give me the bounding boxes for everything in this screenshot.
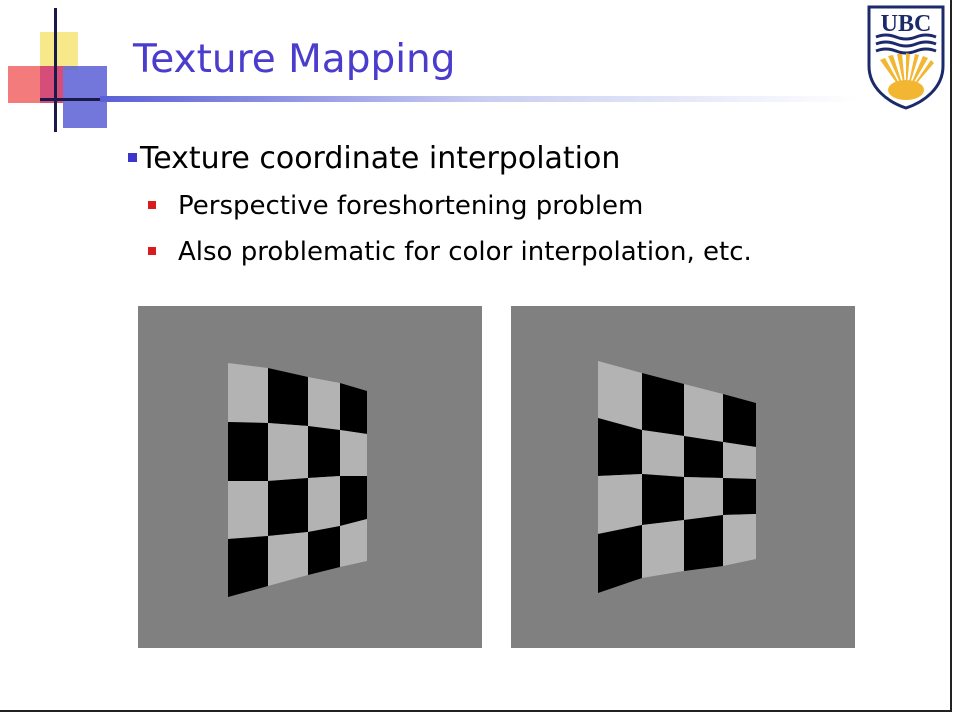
sub-bullet-1-text: Perspective foreshortening problem [178,191,644,221]
sub-bullet-marker [148,200,156,209]
slide-title: Texture Mapping [133,37,456,82]
checkerboard-perspective [598,361,756,593]
figure-correct-interpolation [511,306,855,648]
figure-incorrect-interpolation [138,306,482,648]
main-bullet-text: Texture coordinate interpolation [140,141,621,176]
title-decoration [8,8,118,132]
sub-bullet-marker [148,246,156,255]
sub-bullet-2-text: Also problematic for color interpolation… [178,237,752,267]
ubc-logo: UBC [867,5,945,110]
svg-text:UBC: UBC [881,11,932,37]
checkerboard-affine [228,363,367,597]
sub-bullet-1: Perspective foreshortening problem [148,190,643,222]
sub-bullet-2: Also problematic for color interpolation… [148,236,752,268]
slide-border-bottom [0,710,952,712]
main-bullet: Texture coordinate interpolation [128,140,620,178]
slide-border-right [950,0,952,712]
title-underline [100,96,860,102]
bullet-marker [128,153,137,162]
